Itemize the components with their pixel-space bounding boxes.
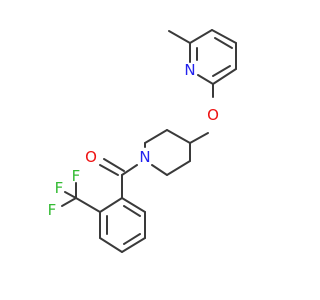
molecule-drawing: N O N O F F F bbox=[48, 29, 237, 253]
bond-c-f3 bbox=[64, 191, 77, 199]
bond-methyl bbox=[168, 30, 191, 44]
atom-labels: N O N O F F F bbox=[48, 61, 219, 219]
bond-pip-c4-c3 bbox=[166, 129, 191, 144]
ether-oxygen-label: O bbox=[207, 106, 219, 124]
bond-pip-n-c6 bbox=[151, 164, 168, 176]
fluorine-bottom-label: F bbox=[48, 201, 57, 219]
bond-benz-c4-c5 bbox=[121, 237, 146, 253]
bond-aryl-cf3 bbox=[75, 197, 101, 213]
bond-pyr-c3-c2-inner bbox=[212, 65, 231, 77]
fluorine-top-label: F bbox=[72, 167, 81, 185]
bond-carbonyl-o-2 bbox=[103, 158, 125, 172]
structure-canvas: N O N O F F F bbox=[47, 29, 237, 253]
bond-c-f2 bbox=[61, 197, 77, 207]
bond-carbonyl-o-1 bbox=[99, 164, 119, 176]
fluorine-left-label: F bbox=[55, 179, 64, 197]
bond-benz-c6-c1-inner bbox=[123, 205, 141, 217]
bond-pyr-c3-c2 bbox=[212, 68, 237, 85]
carbonyl-oxygen-label: O bbox=[85, 148, 97, 166]
bond-pyr-c5-c4-inner bbox=[214, 37, 233, 49]
bond-benz-c3-c4 bbox=[99, 237, 123, 253]
bond-benz-c6-c1 bbox=[121, 197, 146, 213]
bond-pyr-c5-c4 bbox=[211, 29, 237, 44]
pyridine-nitrogen-label: N bbox=[184, 61, 195, 79]
bond-benz-c1-c2 bbox=[99, 197, 123, 213]
bond-pip-c6-c5 bbox=[166, 160, 191, 176]
bond-pyr-c6-c5 bbox=[189, 29, 213, 44]
bond-pip-c3-c2 bbox=[144, 129, 168, 144]
bond-benz-c4-c5-inner bbox=[123, 233, 141, 245]
bond-n-carbonyl bbox=[121, 164, 138, 176]
bond-o-c4pip bbox=[189, 132, 209, 144]
bonds bbox=[61, 29, 237, 253]
piperidine-nitrogen-label: N bbox=[139, 148, 150, 166]
bond-pyr-c2-n bbox=[197, 74, 214, 85]
